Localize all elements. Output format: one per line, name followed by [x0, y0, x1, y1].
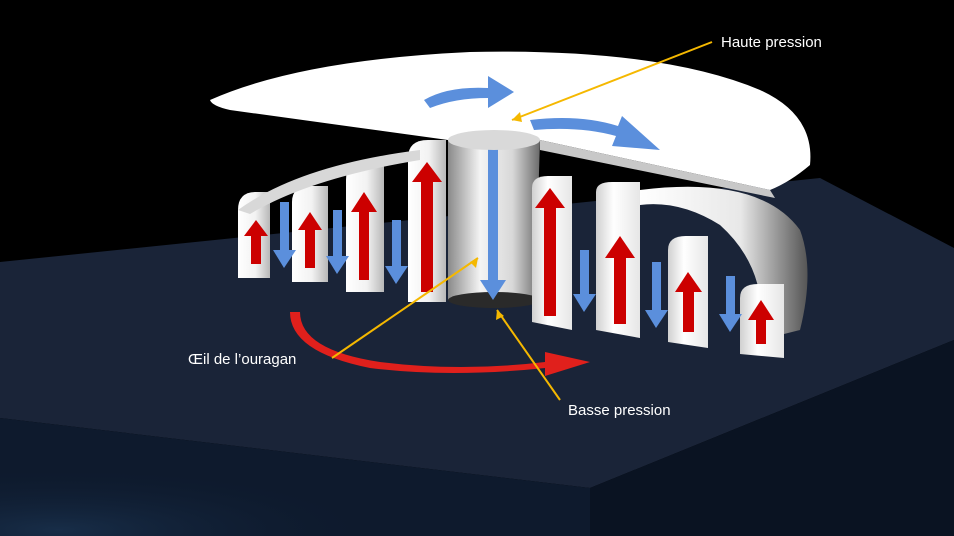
- downdraft-arrow: [326, 210, 349, 274]
- label-eye: Œil de l’ouragan: [188, 351, 296, 368]
- downdraft-arrow: [385, 220, 408, 284]
- upper-cloud-disc: [210, 51, 811, 198]
- callout-line-eye: [331, 257, 479, 359]
- updraft-arrow: [605, 236, 635, 324]
- ground-side: [590, 340, 954, 536]
- label-high-pressure: Haute pression: [721, 34, 822, 51]
- outflow-arrow-left: [424, 76, 514, 108]
- updraft-arrows: [244, 162, 774, 344]
- callout-lines: [331, 41, 713, 401]
- updraft-arrow: [351, 192, 377, 280]
- downdraft-arrow: [273, 202, 296, 268]
- updraft-arrow: [748, 300, 774, 344]
- surface-rotation-arrow: [290, 312, 590, 376]
- downdraft-arrow: [480, 116, 506, 300]
- updraft-arrow: [244, 220, 268, 264]
- label-low-pressure: Basse pression: [568, 402, 671, 419]
- downdraft-arrow: [719, 276, 742, 332]
- callout-line-low-pressure: [496, 309, 561, 401]
- downdraft-arrow: [573, 250, 596, 312]
- updraft-arrow: [535, 188, 565, 316]
- updraft-arrow: [298, 212, 322, 268]
- downdraft-arrow: [645, 262, 668, 328]
- updraft-arrow: [412, 162, 442, 292]
- callout-line-high-pressure: [511, 41, 713, 121]
- outflow-arrow-right: [530, 116, 660, 150]
- downdraft-arrows: [273, 116, 742, 332]
- upper-outflow-arrows: [424, 76, 660, 150]
- updraft-arrow: [675, 272, 702, 332]
